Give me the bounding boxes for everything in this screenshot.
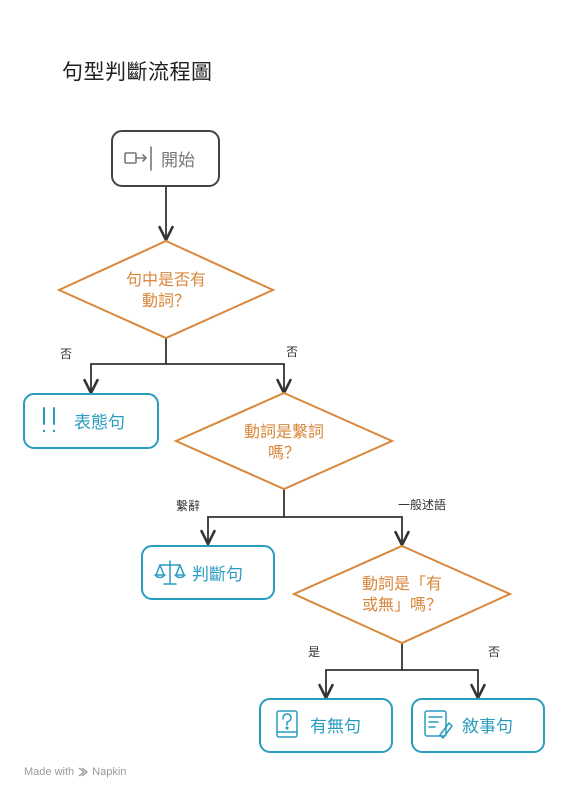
edge-label-d2-right: 一般述語 <box>398 497 446 512</box>
napkin-logo-icon <box>78 767 88 777</box>
decision-has-verb-line2: 動詞？ <box>142 291 190 310</box>
edge-d3-to-existential <box>318 643 403 700</box>
edge-d2-to-d3 <box>284 516 410 547</box>
decision-has-verb-line1: 句中是否有 <box>126 270 206 289</box>
edges <box>83 186 486 700</box>
start-node: 開始 <box>111 130 220 187</box>
decision-existential-line1: 動詞是「有 <box>362 574 442 593</box>
question-book-icon <box>276 710 298 738</box>
footer: Made with Napkin <box>24 766 126 778</box>
edge-label-d2-left: 繫辭 <box>176 498 200 513</box>
document-pen-icon <box>424 710 453 739</box>
outcome-narrative-label: 敘事句 <box>462 717 513 737</box>
outcome-judgment: 判斷句 <box>141 545 275 600</box>
sign-in-icon <box>124 146 152 171</box>
edge-d3-to-narrative <box>402 669 486 700</box>
edge-label-d1-right: 否 <box>286 345 298 359</box>
decision-copula-line2: 嗎？ <box>268 443 300 462</box>
edge-d1-to-d2 <box>166 363 292 395</box>
outcome-narrative: 敘事句 <box>411 698 545 753</box>
decision-has-verb: 句中是否有 動詞？ <box>56 239 276 340</box>
decision-copula: 動詞是繫詞 嗎？ <box>173 391 395 491</box>
scales-icon <box>154 560 186 585</box>
decision-copula-line1: 動詞是繫詞 <box>244 422 324 441</box>
page-title: 句型判斷流程圖 <box>62 60 213 84</box>
edge-label-d3-right: 否 <box>488 645 500 659</box>
edge-d2-to-judgment <box>200 489 285 546</box>
outcome-existential-label: 有無句 <box>310 717 361 737</box>
outcome-stative-label: 表態句 <box>74 413 125 433</box>
decision-existential-line2: 或無」嗎？ <box>362 595 442 614</box>
start-label: 開始 <box>161 151 195 171</box>
outcome-stative: 表態句 <box>23 393 159 449</box>
edge-label-d1-left: 否 <box>60 347 72 361</box>
decision-existential: 動詞是「有 或無」嗎？ <box>291 544 513 645</box>
edge-label-d3-left: 是 <box>308 645 320 659</box>
footer-brand: Napkin <box>92 766 127 778</box>
footer-made-with: Made with <box>24 766 75 778</box>
outcome-judgment-label: 判斷句 <box>192 565 243 585</box>
double-exclamation-icon <box>42 407 56 433</box>
outcome-existential: 有無句 <box>259 698 393 753</box>
edge-d1-to-stative <box>83 338 167 395</box>
